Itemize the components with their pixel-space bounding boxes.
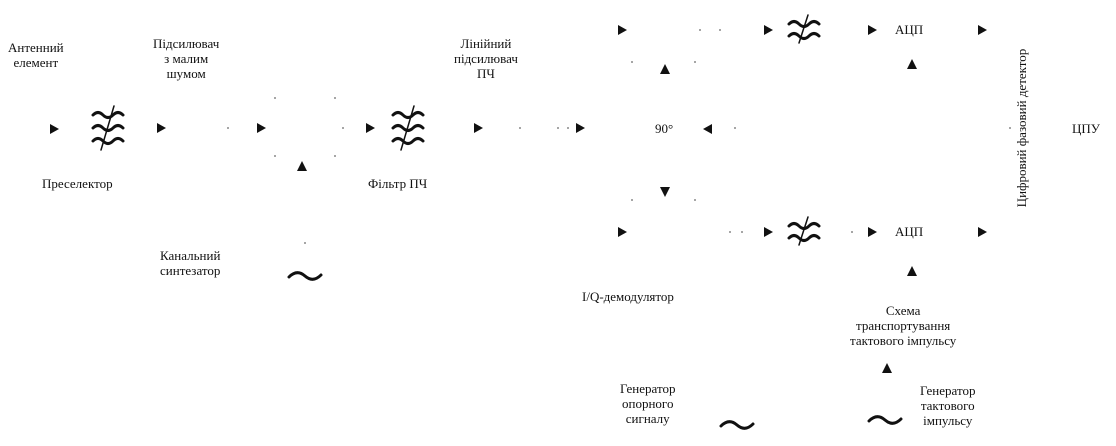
channel-synth-label: Канальний синтезатор: [160, 248, 221, 278]
antenna-label: Антенний елемент: [8, 40, 64, 70]
arrow-left-1: [703, 124, 712, 134]
arrow-up-2: [660, 64, 670, 74]
arrow-up-5: [882, 363, 892, 373]
lowpass-filter-top-icon: [787, 14, 821, 44]
arrow-down-1: [660, 187, 670, 197]
digital-phase-detector-label: Цифровий фазовий детектор: [1014, 48, 1029, 208]
arrow-right-10: [978, 25, 987, 35]
arrow-right-9: [868, 25, 877, 35]
lna-label: Підсилювач з малим шумом: [153, 36, 220, 81]
clock-gen-sine-icon: [867, 415, 903, 425]
clock-gen-label: Генератор тактового імпульсу: [920, 383, 976, 428]
arrow-right-8: [764, 25, 773, 35]
arrow-right-1: [50, 124, 59, 134]
arrow-right-12: [764, 227, 773, 237]
arrow-right-7: [618, 25, 627, 35]
iq-demodulator-label: I/Q-демодулятор: [582, 289, 674, 304]
if-filter-icon: [391, 105, 425, 151]
arrow-right-14: [978, 227, 987, 237]
adc-top-label: АЦП: [895, 22, 924, 37]
ref-gen-label: Генератор опорного сигналу: [620, 381, 676, 426]
channel-synth-sine-icon: [287, 271, 323, 281]
arrow-right-6: [576, 123, 585, 133]
arrow-up-1: [297, 161, 307, 171]
preselector-label: Преселектор: [42, 176, 113, 191]
ref-gen-sine-icon: [719, 420, 755, 430]
adc-bottom-label: АЦП: [895, 224, 924, 239]
arrow-up-4: [907, 266, 917, 276]
phase-shift-label: 90°: [655, 121, 674, 136]
lowpass-filter-bottom-icon: [787, 216, 821, 246]
arrow-right-2: [157, 123, 166, 133]
if-filter-label: Фільтр ПЧ: [368, 176, 428, 191]
ddc-label: ЦПУ: [1072, 121, 1100, 136]
arrow-up-3: [907, 59, 917, 69]
arrow-right-13: [868, 227, 877, 237]
arrow-right-11: [618, 227, 627, 237]
arrow-right-5: [474, 123, 483, 133]
clock-transport-label: Схема транспортування тактового імпульсу: [850, 303, 957, 348]
arrow-right-3: [257, 123, 266, 133]
arrow-right-4: [366, 123, 375, 133]
linear-amp-label: Лінійний підсилювач ПЧ: [454, 36, 518, 81]
preselector-filter-icon: [91, 105, 125, 151]
